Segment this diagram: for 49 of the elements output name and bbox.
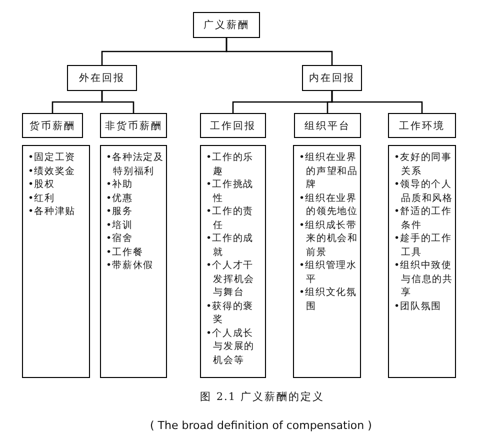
list-item: •服务 [106, 205, 134, 218]
connector-line [101, 91, 134, 113]
list-item: •工作挑战性 [206, 178, 255, 205]
list-item: •趁手的工作工具 [394, 232, 453, 259]
list-item: •团队氛围 [394, 300, 443, 313]
list-item: •固定工资 [28, 151, 77, 164]
category-box: 工作环境 [388, 113, 456, 138]
category-box: 货币薪酬 [22, 113, 83, 138]
connector-line [331, 91, 423, 113]
list-item: •培训 [106, 218, 134, 232]
list-item: •获得的褒奖 [206, 300, 255, 326]
list-item: •组织成长带来的机会和前景 [299, 218, 358, 259]
list-item: •领导的个人品质和风格 [394, 178, 453, 205]
list-item: •补助 [106, 178, 134, 192]
list-item: •优惠 [106, 192, 134, 205]
list-item: •工作的成就 [206, 232, 255, 259]
list-item: •组织在业界的领先地位 [299, 192, 358, 218]
list-item: •组织管理水平 [299, 259, 358, 286]
category-box: 外在回报 [67, 65, 137, 91]
list-box [100, 145, 167, 378]
list-item: •股权 [28, 178, 56, 192]
list-item: •个人成长与发展的机会等 [206, 326, 256, 367]
list-item: •组织文化氛围 [299, 286, 358, 313]
list-item: •宿舍 [106, 232, 134, 246]
list-item: •舒适的工作条件 [394, 205, 453, 232]
list-item: •工作餐 [106, 246, 144, 259]
list-item: •友好的同事关系 [394, 151, 453, 178]
list-item: •绩效奖金 [28, 164, 77, 178]
caption-translation: ( The broad definition of compensation ) [150, 419, 372, 432]
list-box [22, 145, 90, 378]
connector-line [226, 38, 333, 65]
list-item: •组织中致使与信息的共享 [394, 259, 453, 300]
category-box: 非货币薪酬 [100, 113, 167, 138]
list-item: •工作的乐趣 [206, 151, 255, 178]
list-item: •各种津贴 [28, 205, 77, 218]
list-item: •工作的责任 [206, 205, 255, 232]
list-item: •红利 [28, 192, 56, 205]
category-box: 工作回报 [200, 113, 266, 138]
list-box [293, 145, 361, 378]
category-box: 广义薪酬 [193, 12, 260, 38]
list-item: •各种法定及特别福利 [106, 151, 164, 178]
category-box: 内在回报 [302, 65, 362, 91]
list-item: •个人才干发挥机会与舞台 [206, 259, 256, 300]
list-item: •带薪休假 [106, 259, 155, 272]
list-item: •组织在业界的声望和品牌 [299, 151, 358, 192]
figure-caption: 图 2.1 广义薪酬的定义 [200, 390, 324, 404]
list-box [200, 145, 266, 378]
category-box: 组织平台 [294, 113, 361, 138]
list-box [388, 145, 456, 378]
